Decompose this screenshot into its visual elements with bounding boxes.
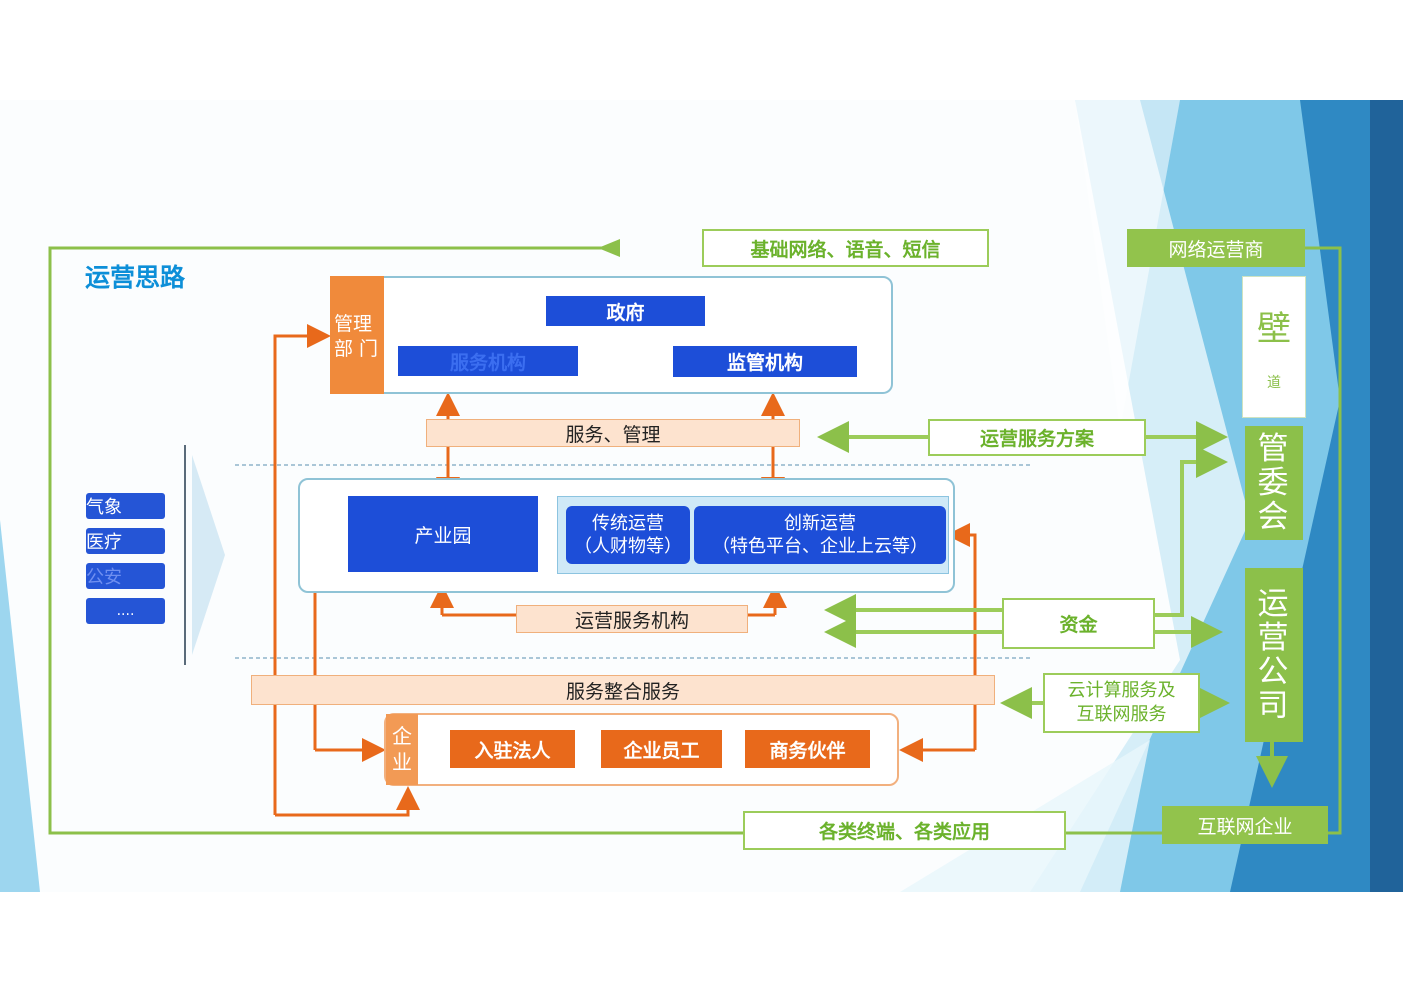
internet-company-label: 互联网企业 — [1162, 806, 1328, 844]
company-bar: 运营公司 — [1245, 568, 1303, 742]
management-dept: 管理 部 门 — [330, 276, 384, 394]
integration-bar: 服务整合服务 — [251, 675, 995, 705]
sector-weather: 气象 — [86, 493, 165, 519]
sector-police: 公安 — [86, 563, 165, 589]
sector-more: .... — [86, 598, 165, 624]
park-box: 产业园 — [348, 496, 538, 572]
bidao-box: 壁 道 — [1242, 276, 1306, 418]
funds-box: 资金 — [1002, 598, 1155, 649]
ops-plan-box: 运营服务方案 — [928, 419, 1146, 456]
service-org-box: 服务机构 — [398, 346, 578, 376]
committee-label: 管委会 — [1257, 431, 1291, 535]
operator-label: 网络运营商 — [1127, 229, 1305, 267]
ops-org-bar: 运营服务机构 — [516, 605, 748, 633]
page-title: 运营思路 — [85, 263, 186, 292]
member-employees: 企业员工 — [601, 730, 722, 768]
innovative-line2: （特色平台、企业上云等） — [712, 536, 928, 557]
member-partners: 商务伙伴 — [745, 730, 870, 768]
traditional-line1: 传统运营 — [592, 513, 664, 534]
cloud-line1: 云计算服务及 — [1067, 680, 1176, 701]
decorative-background — [0, 100, 1403, 892]
service-manage-bar: 服务、管理 — [426, 419, 800, 447]
innovative-ops-box: 创新运营 （特色平台、企业上云等） — [694, 506, 946, 564]
enterprise-label: 企 业 — [386, 714, 418, 785]
top-bar-label: 基础网络、语音、短信 — [702, 229, 989, 267]
regulator-box: 监管机构 — [673, 346, 857, 377]
government-box: 政府 — [546, 296, 705, 326]
bidao-small: 道 — [1267, 375, 1281, 391]
company-label: 运营公司 — [1257, 586, 1291, 724]
bottom-bar-label: 各类终端、各类应用 — [743, 811, 1066, 850]
slide: 运营思路 — [0, 100, 1403, 892]
traditional-ops-box: 传统运营 （人财物等） — [566, 506, 690, 564]
sector-medical: 医疗 — [86, 528, 165, 554]
traditional-line2: （人财物等） — [574, 536, 682, 557]
committee-bar: 管委会 — [1245, 426, 1303, 540]
bidao-big: 壁 — [1257, 309, 1291, 349]
cloud-line2: 互联网服务 — [1076, 704, 1167, 725]
member-legal-entity: 入驻法人 — [450, 730, 575, 768]
cloud-box: 云计算服务及 互联网服务 — [1043, 673, 1200, 733]
innovative-line1: 创新运营 — [784, 513, 856, 534]
